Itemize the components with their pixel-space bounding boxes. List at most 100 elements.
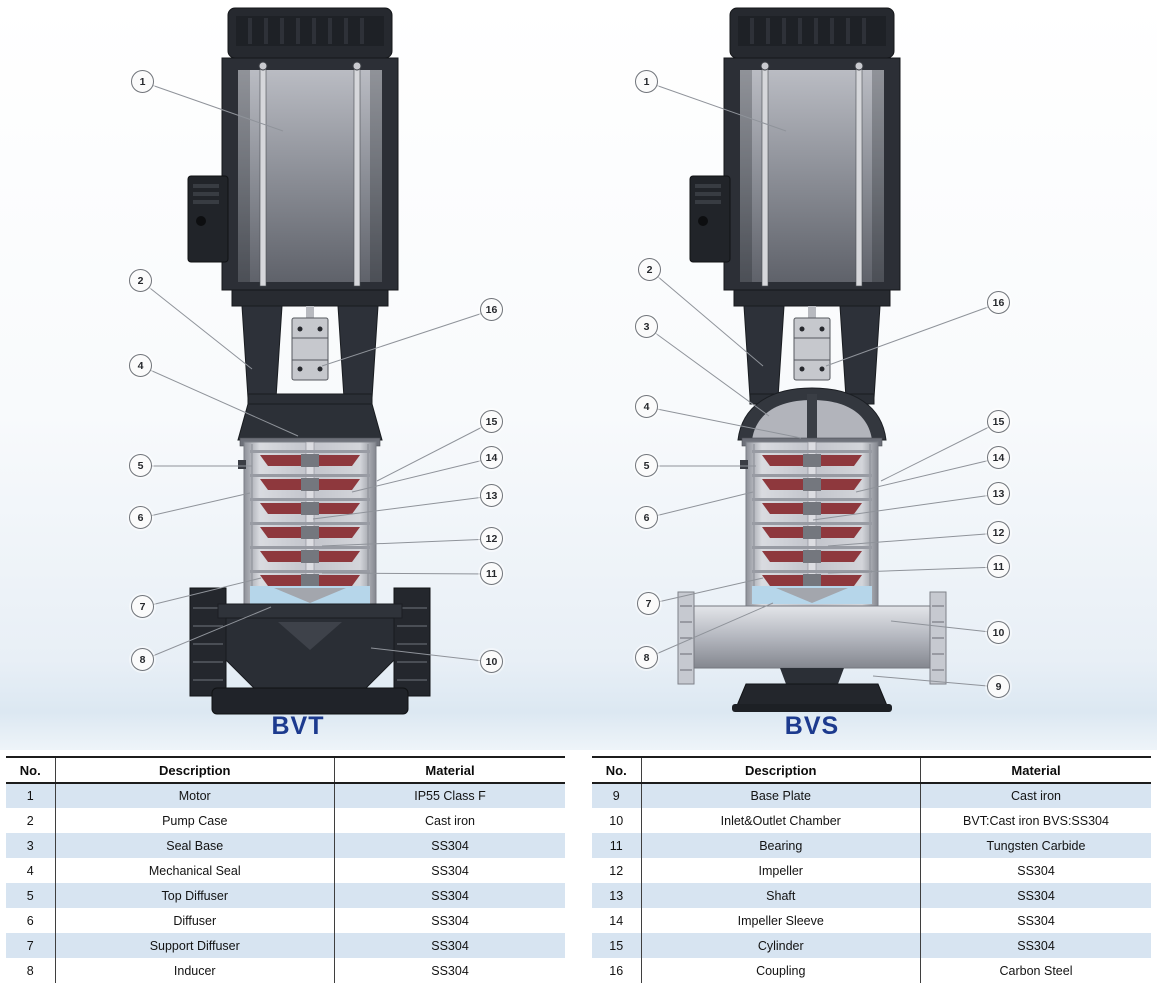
- callout-bvt-2: 2: [129, 269, 152, 292]
- cell-description: Impeller Sleeve: [640, 908, 921, 933]
- cell-description: Mechanical Seal: [54, 858, 335, 883]
- leader-lines: [140, 81, 1000, 688]
- col-header-description: Description: [54, 756, 335, 784]
- cell-no: 11: [609, 838, 623, 853]
- cell-material: SS304: [334, 933, 565, 958]
- cell-description: Inducer: [54, 958, 335, 983]
- cell-no: 3: [26, 838, 34, 853]
- callout-bvt-7: 7: [131, 595, 154, 618]
- callout-bvs-5: 5: [635, 454, 658, 477]
- col-header-no: No.: [592, 756, 641, 784]
- cell-material: SS304: [920, 933, 1151, 958]
- callout-bvs-8: 8: [635, 646, 658, 669]
- table-row: 6 Diffuser SS304: [6, 908, 565, 933]
- callout-bvs-9: 9: [987, 675, 1010, 698]
- table-row: 2 Pump Case Cast iron: [6, 808, 565, 833]
- col-header-description: Description: [640, 756, 921, 784]
- callout-bvt-4: 4: [129, 354, 152, 377]
- callout-bvs-3: 3: [635, 315, 658, 338]
- cell-description: Cylinder: [640, 933, 921, 958]
- table-row: 7 Support Diffuser SS304: [6, 933, 565, 958]
- callout-bvs-14: 14: [987, 446, 1010, 469]
- cell-no: 9: [612, 789, 620, 803]
- table-row: 13 Shaft SS304: [592, 883, 1151, 908]
- callout-bvt-13: 13: [480, 484, 503, 507]
- col-header-material: Material: [920, 756, 1151, 784]
- callout-bvt-14: 14: [480, 446, 503, 469]
- table-row: 1 Motor IP55 Class F: [6, 783, 565, 808]
- cell-material: Cast iron: [334, 808, 565, 833]
- pump-label-bvs: BVS: [784, 712, 840, 740]
- callout-bvt-11: 11: [480, 562, 503, 585]
- cell-material: Tungsten Carbide: [920, 833, 1151, 858]
- callout-bvs-4: 4: [635, 395, 658, 418]
- pump-bvt-drawing: [186, 6, 431, 715]
- cell-description: Coupling: [640, 958, 921, 983]
- cell-material: SS304: [920, 858, 1151, 883]
- cell-description: Impeller: [640, 858, 921, 883]
- table-row: 3 Seal Base SS304: [6, 833, 565, 858]
- cell-description: Diffuser: [54, 908, 335, 933]
- callout-bvs-1: 1: [635, 70, 658, 93]
- callout-bvt-1: 1: [131, 70, 154, 93]
- callout-bvs-7: 7: [637, 592, 660, 615]
- cell-no: 16: [609, 963, 624, 978]
- callout-bvt-5: 5: [129, 454, 152, 477]
- callout-bvs-6: 6: [635, 506, 658, 529]
- pump-diagrams: 1 2 4 5 6 7 8 16 15 14 13 12 11 10 1 2 3…: [0, 0, 1157, 750]
- callout-bvs-10: 10: [987, 621, 1010, 644]
- cell-no: 2: [26, 813, 34, 828]
- callout-bvs-2: 2: [638, 258, 661, 281]
- cell-description: Seal Base: [54, 833, 335, 858]
- cell-material: SS304: [920, 908, 1151, 933]
- table-row: 9 Base Plate Cast iron: [592, 783, 1151, 808]
- table-row: 10 Inlet&Outlet Chamber BVT:Cast iron BV…: [592, 808, 1151, 833]
- cell-no: 7: [26, 938, 34, 953]
- pump-label-bvt: BVT: [271, 712, 325, 740]
- cell-material: Carbon Steel: [920, 958, 1151, 983]
- table-header-row: No. Description Material: [592, 756, 1151, 784]
- cell-description: Shaft: [640, 883, 921, 908]
- cell-no: 4: [26, 863, 34, 878]
- pump-bvs-drawing: [677, 6, 947, 712]
- cell-no: 13: [609, 888, 624, 903]
- cell-no: 15: [609, 938, 624, 953]
- table-row: 8 Inducer SS304: [6, 958, 565, 983]
- cell-description: Top Diffuser: [54, 883, 335, 908]
- cell-material: Cast iron: [920, 783, 1151, 808]
- cell-no: 10: [609, 813, 624, 828]
- callout-bvt-12: 12: [480, 527, 503, 550]
- table-row: 11 Bearing Tungsten Carbide: [592, 833, 1151, 858]
- parts-table-left: No. Description Material 1 Motor IP55 Cl…: [6, 756, 565, 983]
- pump-diagram-canvas: [140, 6, 1000, 715]
- table-row: 14 Impeller Sleeve SS304: [592, 908, 1151, 933]
- callout-bvt-10: 10: [480, 650, 503, 673]
- table-row: 5 Top Diffuser SS304: [6, 883, 565, 908]
- callout-bvs-13: 13: [987, 482, 1010, 505]
- cell-description: Bearing: [640, 833, 921, 858]
- cell-no: 1: [26, 789, 34, 803]
- cell-description: Base Plate: [640, 783, 921, 808]
- cell-description: Motor: [54, 783, 335, 808]
- table-row: 16 Coupling Carbon Steel: [592, 958, 1151, 983]
- cell-material: IP55 Class F: [334, 783, 565, 808]
- callout-bvt-16: 16: [480, 298, 503, 321]
- cell-material: SS304: [334, 833, 565, 858]
- table-row: 4 Mechanical Seal SS304: [6, 858, 565, 883]
- cell-description: Inlet&Outlet Chamber: [640, 808, 921, 833]
- callout-bvt-6: 6: [129, 506, 152, 529]
- cell-material: SS304: [920, 883, 1151, 908]
- table-header-row: No. Description Material: [6, 756, 565, 784]
- cell-material: SS304: [334, 908, 565, 933]
- callout-bvs-15: 15: [987, 410, 1010, 433]
- table-row: 15 Cylinder SS304: [592, 933, 1151, 958]
- cell-material: SS304: [334, 958, 565, 983]
- table-row: 12 Impeller SS304: [592, 858, 1151, 883]
- cell-no: 12: [609, 863, 624, 878]
- col-header-no: No.: [6, 756, 55, 784]
- callout-bvs-16: 16: [987, 291, 1010, 314]
- cell-material: SS304: [334, 858, 565, 883]
- cell-no: 5: [26, 888, 34, 903]
- cell-description: Pump Case: [54, 808, 335, 833]
